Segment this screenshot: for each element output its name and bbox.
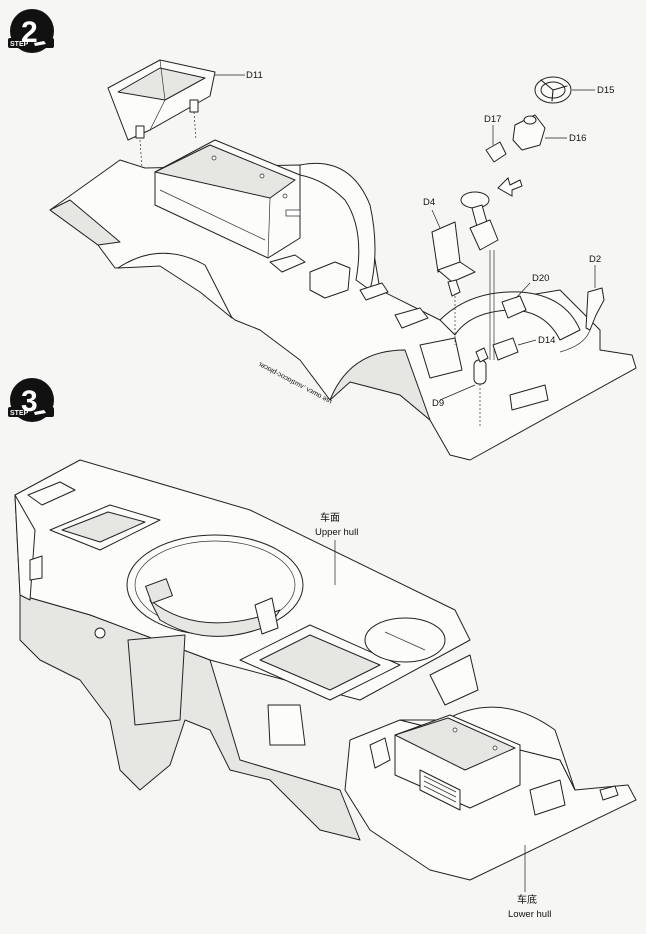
steering-column (460, 191, 499, 360)
part-d15: D15 (534, 76, 614, 104)
label-d4: D4 (423, 197, 435, 208)
part-d17: D17 (484, 114, 507, 163)
part-d2: D2 (559, 254, 605, 353)
label-d16: D16 (569, 133, 586, 144)
lower-hull-en: Lower hull (508, 909, 551, 920)
part-d11: D11 (107, 59, 263, 169)
upper-hull-en: Upper hull (315, 527, 358, 538)
part-d4: D4 (423, 197, 476, 345)
label-d17: D17 (484, 114, 501, 125)
upper-hull-callout: 车面 Upper hull (315, 511, 358, 585)
label-d11: D11 (246, 70, 263, 81)
step-3-badge: 3 STEP (8, 378, 54, 422)
lower-hull-cn: 车底 (517, 893, 537, 906)
step-2-badge: 2 STEP (8, 9, 54, 53)
part-d14: D14 (492, 335, 555, 361)
step3-upper-hull (14, 459, 479, 841)
part-d9: D9 (432, 347, 489, 428)
label-d2: D2 (589, 254, 601, 265)
part-d16: D16 (512, 114, 586, 151)
label-d14: D14 (538, 335, 555, 346)
label-d20: D20 (532, 273, 549, 284)
step-2-number: 2 (21, 16, 38, 49)
part-d20: D20 (501, 273, 549, 319)
lower-hull-callout: 车底 Lower hull (508, 845, 551, 920)
step-2-label: STEP (10, 41, 29, 48)
step-3-number: 3 (21, 385, 38, 418)
step3-lower-hull (344, 706, 637, 881)
label-d15: D15 (597, 85, 614, 96)
label-d9: D9 (432, 398, 444, 409)
upper-hull-cn: 车面 (320, 511, 340, 524)
step2-lower-hull: ɹɘɔɒlq-ɔoɔɒʇɪɯʌ, ʌɜɯɒ ɘƨɹ (49, 139, 637, 461)
assembly-arrow (497, 177, 523, 197)
step-3-label: STEP (10, 410, 29, 417)
engine-grille (419, 769, 461, 811)
